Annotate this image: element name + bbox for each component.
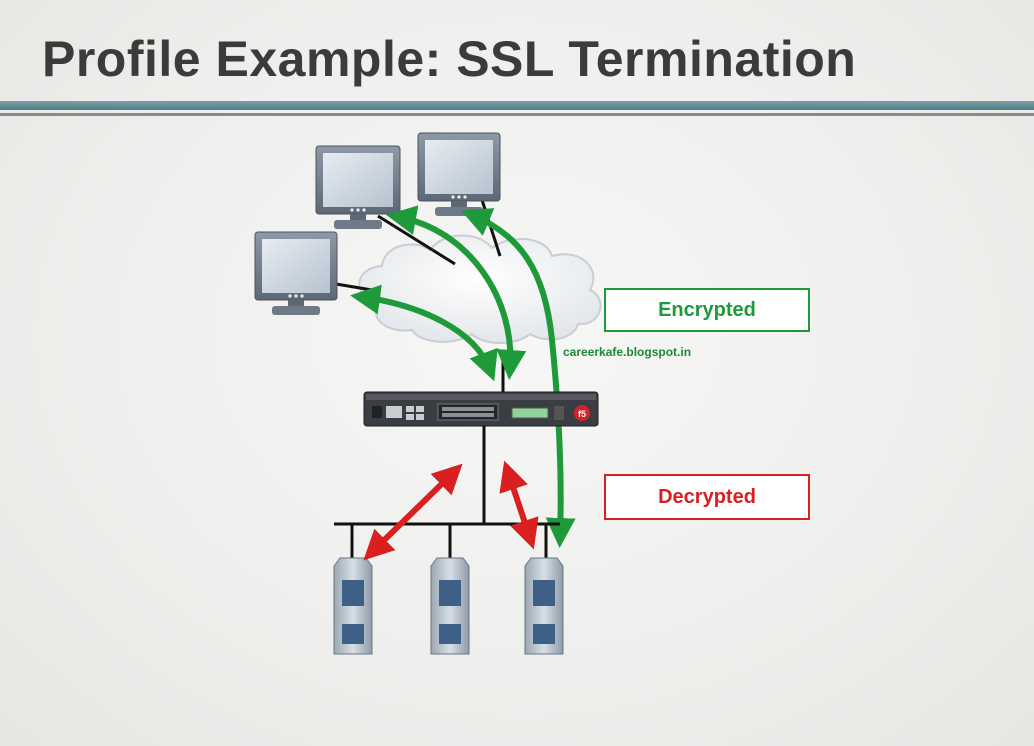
f5-logo: f5: [578, 409, 586, 419]
server-icon: [333, 557, 373, 655]
watermark-text: careerkafe.blogspot.in: [563, 345, 692, 359]
title-rule: [0, 101, 1034, 110]
monitor-icon: [315, 145, 401, 229]
decrypted-flows: [363, 460, 539, 561]
encrypted-flows: [350, 205, 576, 548]
monitor-icon: [417, 132, 501, 216]
load-balancer-icon: f5: [363, 391, 599, 427]
decrypted-label: Decrypted: [604, 474, 810, 520]
title-rule-shadow: [0, 113, 1034, 116]
server-icon: [430, 557, 470, 655]
encrypted-label: Encrypted: [604, 288, 810, 332]
monitor-icon: [254, 231, 338, 315]
cloud-icon: [358, 234, 602, 344]
server-icon: [524, 557, 564, 655]
server-network: [334, 426, 560, 560]
page-title: Profile Example: SSL Termination: [42, 31, 857, 87]
